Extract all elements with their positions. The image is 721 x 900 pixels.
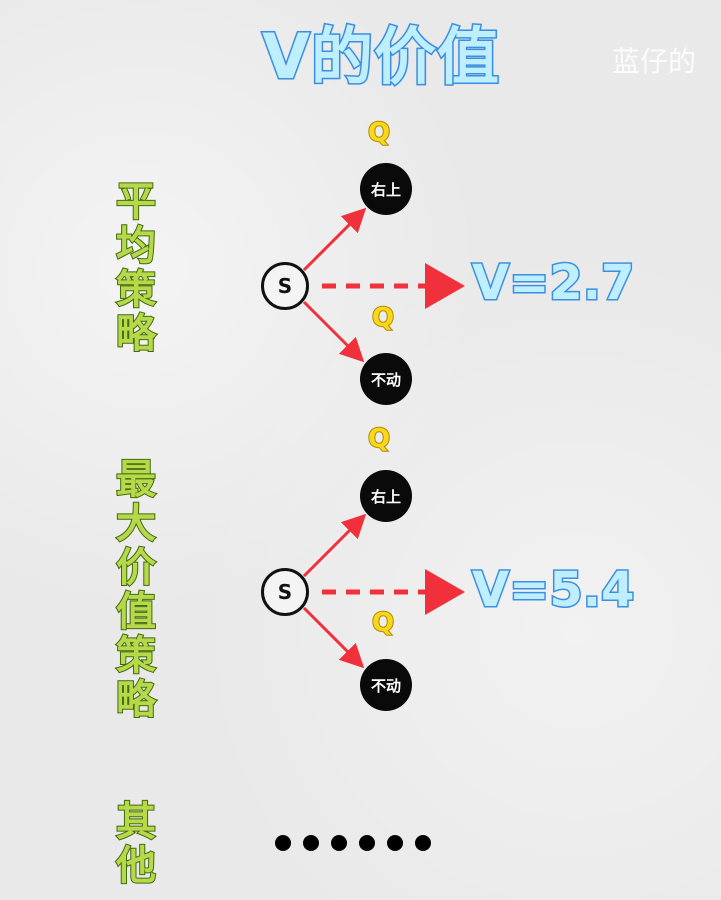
- arrow-to-right-up-1: [302, 207, 367, 272]
- label-char: 其: [115, 799, 157, 845]
- max-value-policy-label: 最 大 价 值 策 略: [112, 457, 160, 723]
- value-text-average: V=2.7: [470, 254, 635, 313]
- label-char: 最: [115, 457, 157, 503]
- action-node-stay: 不动: [360, 353, 412, 405]
- action-node-right-up: 右上: [360, 163, 412, 215]
- q-label: Q: [371, 302, 395, 334]
- arrow-to-right-up-2: [302, 513, 367, 578]
- label-char: 略: [115, 311, 157, 357]
- ellipsis-dots: [275, 835, 431, 851]
- other-label: 其 他: [112, 799, 160, 889]
- label-char: 大: [115, 501, 157, 547]
- arrow-head-1: [425, 263, 465, 309]
- label-char: 均: [115, 223, 157, 269]
- state-node-s: S: [261, 568, 309, 616]
- dot: [415, 835, 431, 851]
- value-text-max: V=5.4: [470, 561, 635, 620]
- label-char: 值: [115, 589, 157, 635]
- dot: [359, 835, 375, 851]
- dot: [275, 835, 291, 851]
- arrow-head-2: [425, 569, 465, 615]
- diagram-title: V的价值: [261, 19, 501, 95]
- label-char: 平: [115, 179, 157, 225]
- state-node-s: S: [261, 262, 309, 310]
- q-label: Q: [367, 117, 391, 149]
- label-char: 价: [115, 545, 157, 591]
- arrow-to-stay-1: [302, 300, 365, 363]
- action-node-stay: 不动: [360, 659, 412, 711]
- q-label: Q: [371, 607, 395, 639]
- dot: [331, 835, 347, 851]
- dot: [387, 835, 403, 851]
- label-char: 他: [115, 843, 157, 889]
- watermark: 蓝仔的: [612, 45, 697, 78]
- q-label: Q: [367, 423, 391, 455]
- dot: [303, 835, 319, 851]
- average-policy-label: 平 均 策 略: [112, 179, 160, 357]
- label-char: 略: [115, 677, 157, 723]
- label-char: 策: [115, 633, 157, 679]
- action-node-right-up: 右上: [360, 470, 412, 522]
- label-char: 策: [115, 267, 157, 313]
- arrow-to-stay-2: [302, 606, 365, 669]
